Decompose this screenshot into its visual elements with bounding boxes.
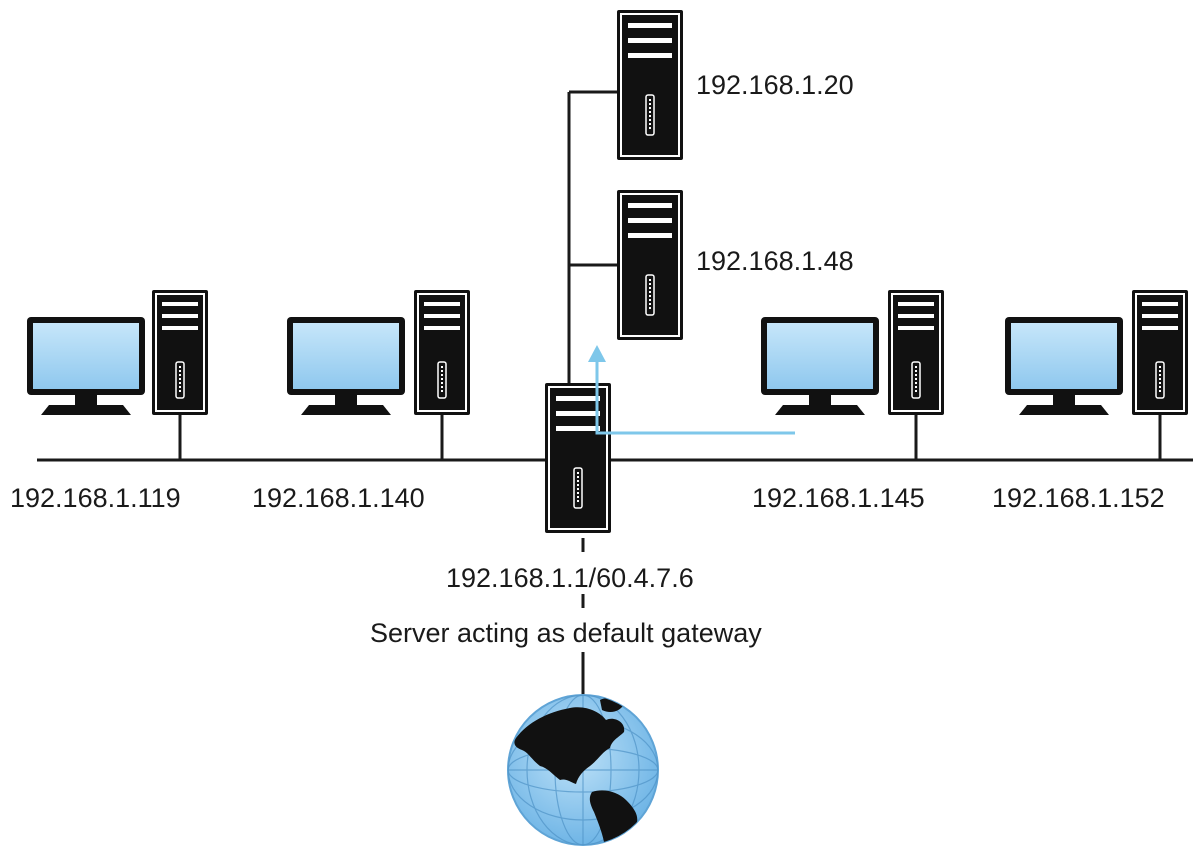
pc-1 bbox=[27, 289, 209, 416]
pc-3-ip-label: 192.168.1.145 bbox=[752, 483, 925, 513]
pc-4 bbox=[1005, 289, 1189, 416]
globe-icon bbox=[507, 694, 659, 846]
gateway-server bbox=[544, 382, 612, 534]
north-america-shape bbox=[514, 707, 625, 784]
traffic-arrow bbox=[588, 345, 795, 435]
gateway-caption: Server acting as default gateway bbox=[370, 618, 762, 648]
pc-3 bbox=[761, 289, 945, 416]
server-middle bbox=[616, 189, 684, 341]
server-middle-ip-label: 192.168.1.48 bbox=[696, 246, 854, 276]
pc-1-ip-label: 192.168.1.119 bbox=[10, 483, 181, 513]
gateway-ip-label: 192.168.1.1/60.4.7.6 bbox=[446, 563, 694, 593]
server-top bbox=[616, 9, 684, 161]
server-top-ip-label: 192.168.1.20 bbox=[696, 70, 854, 100]
pc-2-ip-label: 192.168.1.140 bbox=[252, 483, 425, 513]
network-cabling bbox=[37, 90, 1193, 698]
pc-2 bbox=[287, 289, 471, 416]
pc-4-ip-label: 192.168.1.152 bbox=[992, 483, 1165, 513]
